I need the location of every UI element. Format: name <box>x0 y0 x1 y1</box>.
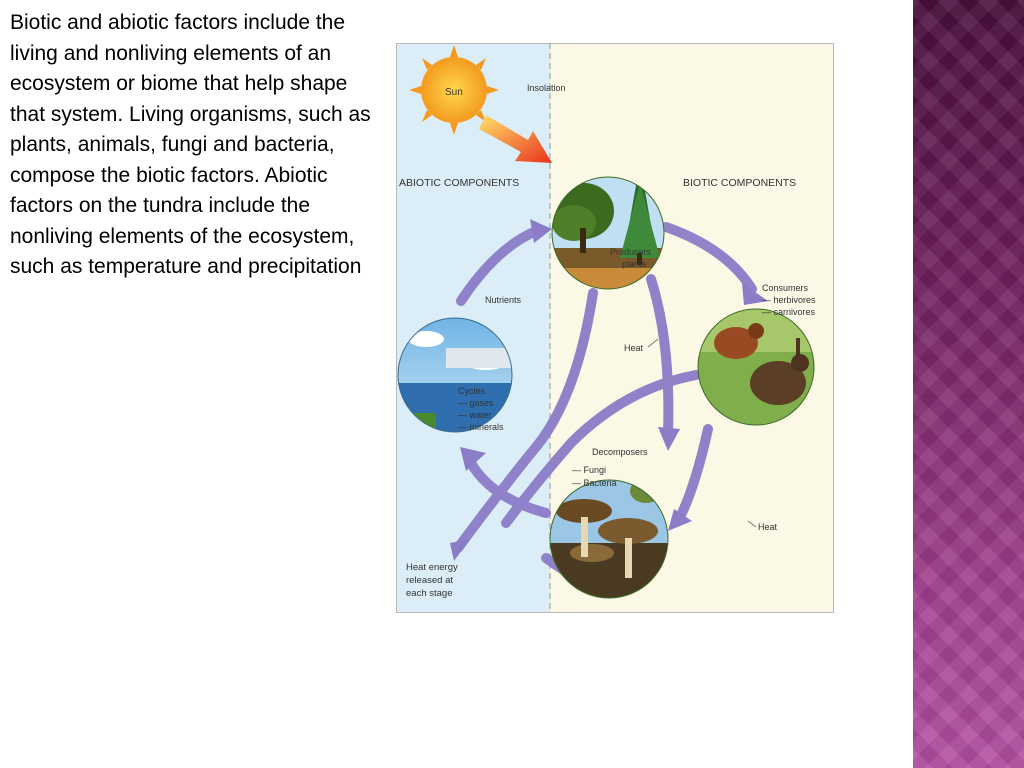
cycles-circle <box>397 317 513 433</box>
decorative-side-band <box>913 0 1024 768</box>
heat-energy-label-1: Heat energy <box>406 562 458 573</box>
producers-sublabel: plants <box>622 259 647 269</box>
insolation-arrow <box>479 115 552 163</box>
sun-icon <box>409 45 499 135</box>
energy-flow-arrows <box>453 222 757 596</box>
insolation-label: Insolation <box>527 83 566 93</box>
slide-body-text: Biotic and abiotic factors include the l… <box>10 11 371 278</box>
biotic-components-header: BIOTIC COMPONENTS <box>683 177 796 189</box>
nutrients-label: Nutrients <box>485 295 522 305</box>
bacteria-label: — Bacteria <box>572 478 617 488</box>
fungi-label: — Fungi <box>572 465 606 475</box>
consumers-circle <box>697 308 815 426</box>
water-label: — water <box>458 410 492 420</box>
cycles-label: Cycles <box>458 386 486 396</box>
heat-energy-label-2: released at <box>406 575 453 586</box>
heat-center-label: Heat <box>624 343 644 353</box>
figure-border <box>396 43 834 613</box>
ecosystem-diagram: Sun Insolation ABIOTIC COMPONENTS BIOTIC… <box>396 43 834 613</box>
arrowheads <box>450 219 768 561</box>
heat-energy-label-3: each stage <box>406 588 452 599</box>
heat-right-label: Heat <box>758 522 778 532</box>
carnivores-label: — carnivores <box>762 307 816 317</box>
decomposers-circle <box>549 479 669 599</box>
producers-circle <box>551 176 665 290</box>
heat-center-tick <box>647 338 659 348</box>
consumers-label: Consumers <box>762 283 809 293</box>
producers-label: Producers <box>610 247 652 257</box>
gases-label: — gases <box>458 398 494 408</box>
decomposers-label: Decomposers <box>592 447 648 457</box>
herbivores-label: — herbivores <box>762 295 816 305</box>
sun-label: Sun <box>445 87 463 98</box>
heat-right-tick <box>747 520 757 528</box>
ecosystem-diagram-svg: Sun Insolation ABIOTIC COMPONENTS BIOTIC… <box>396 43 834 613</box>
minerals-label: — minerals <box>458 422 504 432</box>
abiotic-components-header: ABIOTIC COMPONENTS <box>399 177 519 189</box>
